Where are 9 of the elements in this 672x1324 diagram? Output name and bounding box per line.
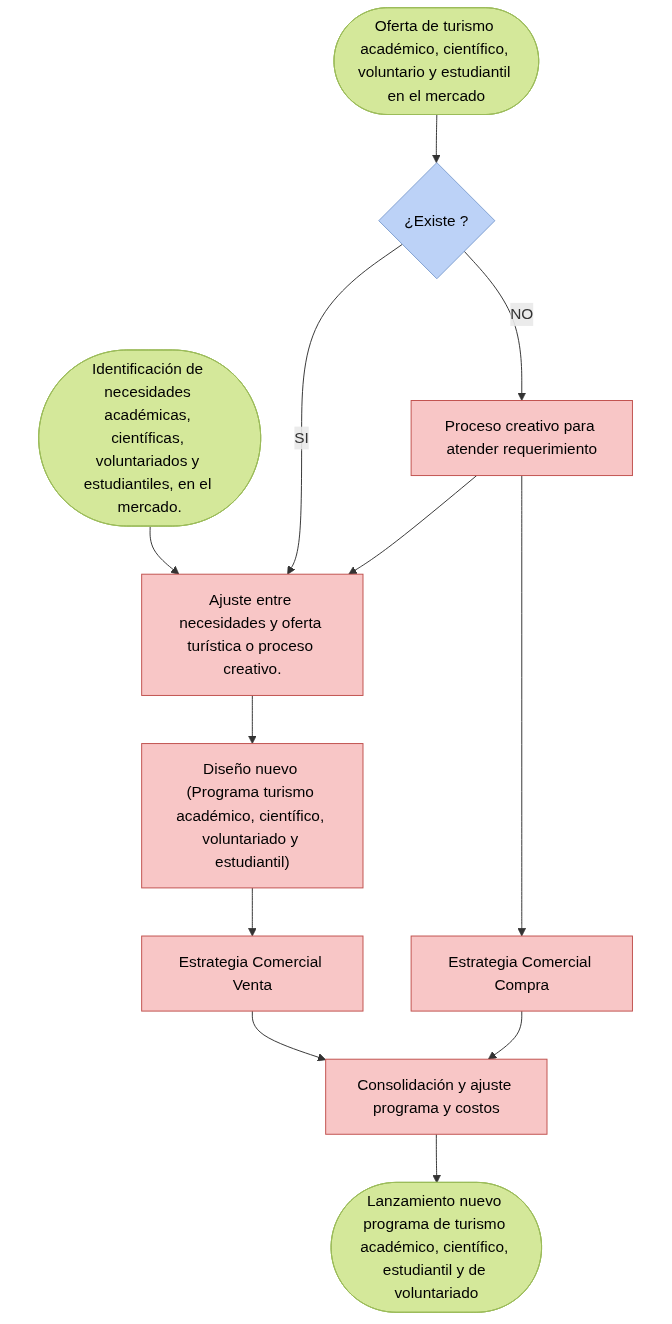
node-box: Proceso creativo para atender requerimiento bbox=[411, 400, 634, 477]
node-box: Diseño nuevo (Programa turismo académico, científico, voluntariado y estudiantil) bbox=[141, 743, 364, 889]
node-box: Ajuste entre necesidades y oferta turística o proceso creativo. bbox=[141, 573, 364, 696]
node-box: Consolidación y ajuste programa y costos bbox=[325, 1058, 548, 1135]
node-box: Estrategia Comercial Compra bbox=[411, 935, 634, 1012]
edge-label: NO bbox=[510, 305, 534, 323]
edge-label: SI bbox=[294, 429, 310, 446]
node-box: Estrategia Comercial Venta bbox=[141, 935, 364, 1012]
node-diamond: ¿Existe ? bbox=[378, 162, 496, 280]
